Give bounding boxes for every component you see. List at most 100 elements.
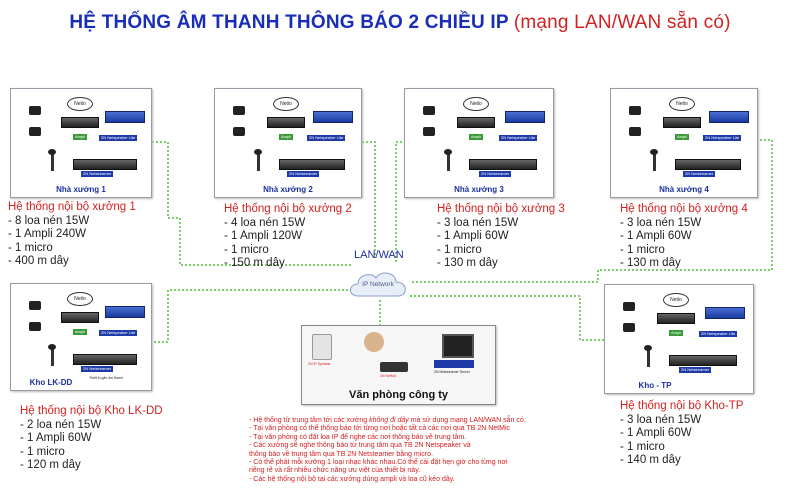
amplifier-icon — [61, 117, 99, 128]
netstreamer-icon — [669, 355, 737, 366]
microphone-icon — [444, 149, 452, 171]
link-site-4 — [410, 139, 773, 283]
site-line: - 1 micro — [620, 243, 665, 256]
ampli-label: Ampli — [279, 134, 294, 140]
note-line: thông báo về trung tâm qua TB 2N Netstea… — [249, 450, 433, 458]
site-info-5: Hệ thống nội bộ Kho LK-DD - 2 loa nén 15… — [20, 405, 163, 473]
office-box: 2N IP Speaker 2N NetMic 2N Netstreamer S… — [301, 325, 496, 405]
site-line: - 130 m dây — [437, 257, 498, 269]
site-box-1: Netio Ampli 2N Netspeaker Lite 2N Netstr… — [10, 88, 152, 198]
site-line: - 140 m dây — [620, 454, 681, 466]
note-text: mà sử dụng mạng LAN/WAN sẵn có. — [408, 417, 526, 424]
netspeaker-label: 2N Netspeaker Lite — [99, 135, 138, 141]
site-info-2: Hệ thống nội bộ xưởng 2 - 4 loa nén 15W … — [224, 203, 352, 271]
page-title: HỆ THỐNG ÂM THANH THÔNG BÁO 2 CHIỀU IP (… — [0, 12, 800, 34]
site-line: - 1 micro — [620, 440, 665, 453]
site-line: - 3 loa nén 15W — [620, 413, 702, 426]
netstreamer-label: 2N Netstreamer — [81, 366, 114, 372]
site-caption: Nhà xưởng 1 — [56, 185, 106, 194]
netstreamer-label: 2N Netstreamer — [679, 367, 712, 373]
ip-network-cloud-icon: IP Network — [346, 266, 410, 300]
netstreamer-icon — [675, 159, 741, 170]
site-line: - 120 m dây — [20, 459, 81, 471]
site-box-4: Netio Ampli 2N Netspeaker Lite 2N Netstr… — [610, 88, 758, 198]
netmic-label: 2N NetMic — [380, 374, 397, 378]
site-box-5: Netio Ampli 2N Netspeaker Lite 2N Netstr… — [10, 283, 152, 391]
netstreamer-label: 2N Netstreamer — [479, 171, 512, 177]
site-heading: Hệ thống nội bộ xưởng 4 — [620, 203, 748, 215]
title-sub: (mạng LAN/WAN sẵn có) — [513, 12, 731, 33]
link-site-2 — [358, 141, 376, 258]
site-box-3: Netio Ampli 2N Netspeaker Lite 2N Netstr… — [404, 88, 554, 198]
netio-logo: Netio — [67, 97, 93, 111]
site-box-6: Netio Ampli 2N Netspeaker Lite 2N Netstr… — [604, 284, 754, 394]
netspeaker-label: 2N Netspeaker Lite — [703, 135, 742, 141]
netio-logo: Netio — [669, 97, 695, 111]
ampli-label: Ampli — [469, 134, 484, 140]
link-site-5 — [150, 289, 354, 343]
speaker-icon — [623, 302, 635, 311]
cloud-label: IP Network — [362, 281, 394, 288]
note-line: - Có thể phát mỗi xưởng 1 loại nhạc khác… — [249, 459, 508, 467]
amplifier-icon — [663, 117, 701, 128]
ip-speaker-icon — [312, 334, 332, 360]
netstreamer-icon — [73, 159, 137, 170]
site-line: - 1 Ampli 60W — [620, 230, 692, 242]
ampli-label: Ampli — [73, 134, 88, 140]
microphone-icon — [644, 345, 652, 367]
site-line: - 4 loa nén 15W — [224, 216, 306, 229]
netspeaker-icon — [313, 111, 353, 123]
microphone-icon — [650, 149, 658, 171]
site-caption: Nhà xưởng 4 — [659, 185, 709, 194]
note-line: - Tại văn phòng có đặt loa IP để nghe cá… — [249, 433, 467, 441]
netspeaker-icon — [505, 111, 545, 123]
site-line: - 1 micro — [224, 243, 269, 256]
server-icon — [434, 360, 474, 368]
notes-list: - Hệ thống từ trung tâm tới các xưởng kh… — [249, 417, 629, 484]
site-line: - 1 micro — [8, 241, 53, 254]
note-line: - Các xưởng sẽ nghe thông báo từ trung t… — [249, 442, 471, 450]
amplifier-icon — [657, 313, 695, 324]
site-line: - 3 loa nén 15W — [620, 216, 702, 229]
ampli-label: Ampli — [675, 134, 690, 140]
office-caption: Văn phòng công ty — [349, 389, 448, 401]
operator-icon — [364, 332, 384, 352]
netspeaker-label: 2N Netspeaker Lite — [307, 135, 346, 141]
netstreamer-label: 2N Netstreamer — [81, 171, 114, 177]
mic-note: Thiết bị gắn âm thanh — [89, 376, 123, 380]
netspeaker-icon — [705, 307, 745, 319]
netspeaker-icon — [709, 111, 749, 123]
site-info-6: Hệ thống nội bộ Kho-TP - 3 loa nén 15W -… — [620, 400, 743, 468]
site-line: - 1 Ampli 120W — [224, 230, 302, 242]
site-caption: Nhà xưởng 2 — [263, 185, 313, 194]
site-caption: Kho LK-DD — [29, 378, 73, 387]
speaker-icon — [29, 322, 41, 331]
link-site-3 — [395, 141, 402, 262]
site-box-2: Netio Ampli 2N Netspeaker Lite 2N Netstr… — [214, 88, 362, 198]
site-heading: Hệ thống nội bộ xưởng 2 — [224, 203, 352, 215]
netio-logo: Netio — [463, 97, 489, 111]
site-line: - 1 Ampli 60W — [437, 230, 509, 242]
netspeaker-label: 2N Netspeaker Lite — [99, 330, 138, 336]
ampli-label: Ampli — [73, 329, 88, 335]
amplifier-icon — [61, 312, 99, 323]
netstreamer-label: 2N Netstreamer — [287, 171, 320, 177]
server-label: 2N Netstreamer Server — [434, 370, 470, 374]
site-caption: Nhà xưởng 3 — [454, 185, 504, 194]
netio-logo: Netio — [663, 293, 689, 307]
speaker-icon — [629, 127, 641, 136]
netspeaker-icon — [105, 111, 145, 123]
site-heading: Hệ thống nội bộ xưởng 1 — [8, 201, 136, 213]
site-line: - 1 Ampli 60W — [20, 432, 92, 444]
netstreamer-icon — [279, 159, 345, 170]
netmic-icon — [380, 362, 408, 372]
speaker-icon — [233, 127, 245, 136]
speaker-icon — [623, 323, 635, 332]
netspeaker-label: 2N Netspeaker Lite — [699, 331, 738, 337]
link-site-6 — [408, 295, 604, 341]
speaker-icon — [423, 106, 435, 115]
speaker-icon — [29, 127, 41, 136]
note-line: - Hệ thống từ trung tâm tới các xưởng kh… — [249, 417, 629, 425]
ip-speaker-label: 2N IP Speaker — [308, 362, 331, 366]
